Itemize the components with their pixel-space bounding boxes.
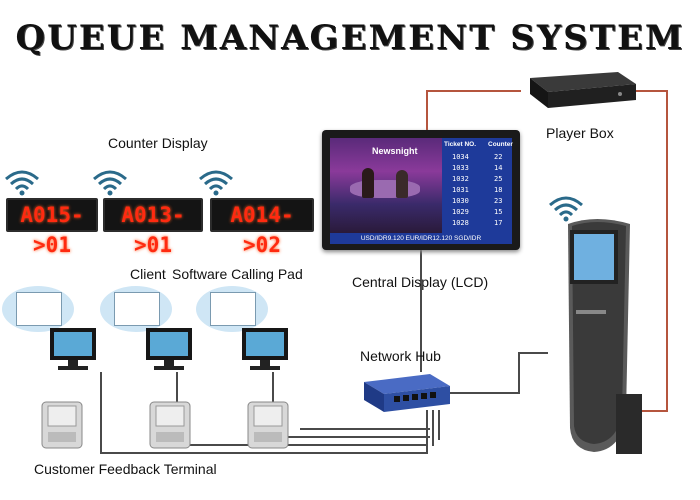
counter-display-3: A014->02 [210, 198, 314, 257]
software-bubble [196, 286, 268, 332]
client-label: Client [130, 266, 166, 282]
ticket-kiosk [546, 214, 646, 460]
lcd-channel-text: Newsnight [372, 146, 418, 156]
lcd-ticket-number: 1033 [452, 164, 469, 172]
lcd-video-area: Newsnight [330, 138, 442, 233]
lcd-header-counter: Counter [488, 141, 513, 148]
network-hub [360, 372, 452, 416]
counter-display-label: Counter Display [108, 135, 208, 151]
lcd-ticket-table: Ticket NO. Counter 1034 22 1033 14 1032 25 103… [442, 138, 513, 233]
lcd-ticker: USD/IDR9.120 EUR/IDR12.120 SGD/IDR [330, 233, 512, 244]
feedback-terminal [40, 400, 84, 450]
lcd-ticket-number: 1028 [452, 219, 469, 227]
feedback-terminal-label: Customer Feedback Terminal [34, 461, 217, 477]
lcd-header-ticket: Ticket NO. [444, 141, 477, 148]
player-box-label: Player Box [546, 125, 614, 141]
central-lcd-display: Newsnight Ticket NO. Counter 1034 22 1033 1… [322, 130, 520, 250]
lcd-counter-number: 14 [494, 164, 503, 172]
lcd-ticket-number: 1034 [452, 153, 469, 161]
player-box [520, 70, 636, 110]
software-calling-pad-label: Software Calling Pad [172, 266, 303, 282]
lcd-ticket-number: 1029 [452, 208, 469, 216]
lcd-ticket-number: 1032 [452, 175, 469, 183]
wifi-icon [5, 170, 39, 196]
lcd-counter-number: 17 [494, 219, 503, 227]
wifi-icon [93, 170, 127, 196]
software-bubble [100, 286, 172, 332]
central-display-label: Central Display (LCD) [352, 274, 489, 290]
feedback-terminal [246, 400, 290, 450]
lcd-counter-number: 23 [494, 197, 503, 205]
feedback-terminal [148, 400, 192, 450]
lcd-ticket-number: 1031 [452, 186, 469, 194]
lcd-ticket-number: 1030 [452, 197, 469, 205]
lcd-counter-number: 22 [494, 153, 503, 161]
wifi-icon [199, 170, 233, 196]
network-hub-label: Network Hub [360, 348, 441, 364]
diagram-title: QUEUE MANAGEMENT SYSTEM [15, 18, 685, 58]
counter-display-1: A015->01 [6, 198, 98, 257]
client-pc [240, 326, 296, 377]
client-pc [48, 326, 104, 377]
wifi-icon [549, 196, 583, 222]
lcd-counter-number: 15 [494, 208, 503, 216]
lcd-counter-number: 18 [494, 186, 503, 194]
lcd-counter-number: 25 [494, 175, 503, 183]
counter-display-2: A013->01 [103, 198, 203, 257]
client-pc [144, 326, 200, 377]
software-bubble [2, 286, 74, 332]
